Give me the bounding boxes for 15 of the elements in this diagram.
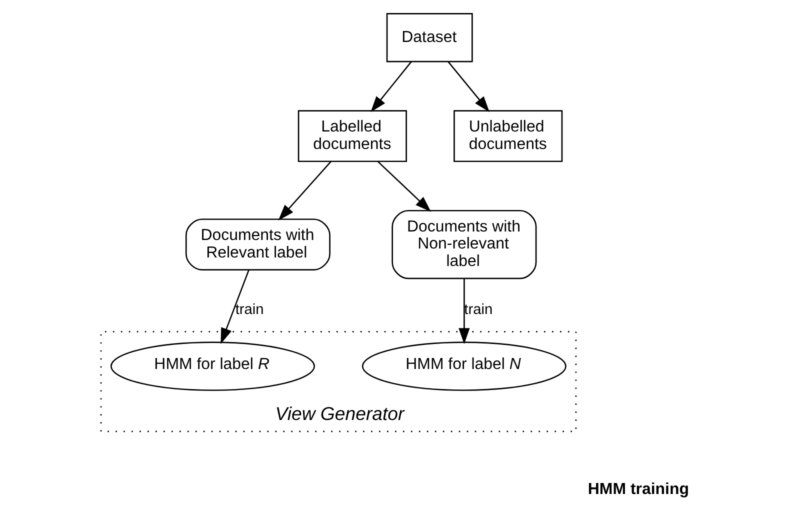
node-box: Documents with Non-relevant label [392, 210, 537, 280]
node-ellipse: HMM for label N [362, 342, 566, 391]
node-ellipse: HMM for label R [110, 342, 315, 391]
node-box: Labelled documents [298, 110, 407, 162]
node-box: Documents with Relevant label [185, 218, 330, 270]
arrow [377, 160, 432, 212]
edge-label: train [235, 302, 264, 318]
arrow [370, 61, 412, 112]
arrow [458, 279, 470, 344]
arrow [448, 61, 490, 112]
label: HMM training [588, 481, 689, 498]
arrow [278, 161, 332, 220]
arrow [220, 270, 250, 344]
node-box: Dataset [386, 13, 473, 62]
node-box: Unlabelled documents [454, 110, 563, 162]
